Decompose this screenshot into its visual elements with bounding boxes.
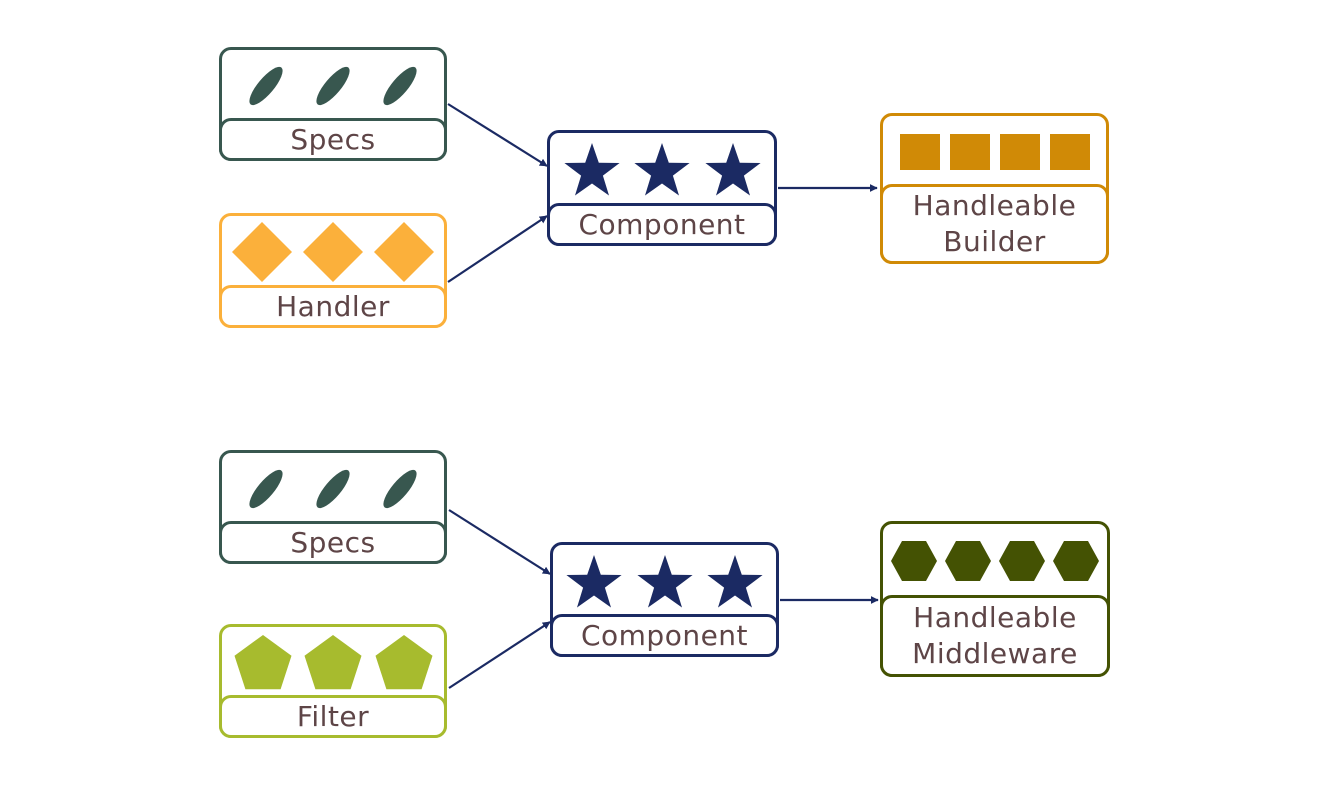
handleable-builder-box: Handleable Builder	[880, 113, 1109, 264]
pentagon-icon	[233, 634, 293, 692]
specs-box: Specs	[219, 47, 447, 161]
handleable-builder-label-line2: Builder	[943, 225, 1046, 258]
leaf-icon	[310, 466, 356, 512]
handleable-middleware-icons	[883, 524, 1107, 598]
specs-icons	[222, 50, 444, 122]
filter-icons	[222, 627, 444, 699]
filter-label-text: Filter	[296, 699, 370, 733]
hexagon-icon	[891, 540, 937, 582]
filter-to-component-arrow	[448, 621, 551, 689]
handleable-middleware-label-line1: Handleable	[913, 601, 1077, 634]
handler-to-component-arrow	[447, 215, 548, 283]
star-icon	[706, 554, 764, 610]
component-label-text: Component	[580, 618, 749, 652]
hexagon-icon	[1053, 540, 1099, 582]
component-label: Component	[550, 614, 779, 657]
star-icon	[563, 142, 621, 198]
handleable-builder-label: Handleable Builder	[880, 184, 1109, 264]
handler-icons	[222, 216, 444, 288]
specs-label-text: Specs	[290, 122, 376, 156]
handler-box: Handler	[219, 213, 447, 328]
square-icon	[899, 134, 940, 170]
specs-label: Specs	[219, 118, 447, 161]
hexagon-icon	[999, 540, 1045, 582]
component-label: Component	[547, 203, 777, 246]
handleable-builder-icons	[883, 116, 1106, 188]
hexagon-icon	[945, 540, 991, 582]
leaf-icon	[377, 63, 423, 109]
handler-label-text: Handler	[276, 289, 390, 323]
leaf-icon	[377, 466, 423, 512]
leaf-icon	[243, 63, 289, 109]
square-icon	[1049, 134, 1090, 170]
filter-label: Filter	[219, 695, 447, 738]
specs-box: Specs	[219, 450, 447, 564]
specs-icons	[222, 453, 444, 525]
component-icons	[553, 545, 776, 618]
specs-to-component-arrow	[448, 509, 551, 575]
star-icon	[704, 142, 762, 198]
pentagon-icon	[303, 634, 363, 692]
component-box: Component	[550, 542, 779, 657]
specs-to-component-arrow	[447, 103, 548, 167]
leaf-icon	[310, 63, 356, 109]
handleable-middleware-label-line2: Middleware	[912, 637, 1078, 670]
specs-label-text: Specs	[290, 525, 376, 559]
component-box: Component	[547, 130, 777, 246]
diamond-icon	[373, 221, 435, 283]
filter-box: Filter	[219, 624, 447, 738]
handleable-middleware-box: Handleable Middleware	[880, 521, 1110, 677]
handleable-builder-label-line1: Handleable	[912, 189, 1077, 222]
square-icon	[999, 134, 1040, 170]
component-icons	[550, 133, 774, 207]
handleable-middleware-label: Handleable Middleware	[880, 595, 1110, 677]
leaf-icon	[243, 466, 289, 512]
star-icon	[636, 554, 694, 610]
diamond-icon	[231, 221, 293, 283]
diamond-icon	[302, 221, 364, 283]
star-icon	[565, 554, 623, 610]
component-label-text: Component	[578, 207, 746, 241]
handler-label: Handler	[219, 285, 447, 328]
pentagon-icon	[374, 634, 434, 692]
specs-label: Specs	[219, 521, 447, 564]
star-icon	[633, 142, 691, 198]
square-icon	[949, 134, 990, 170]
